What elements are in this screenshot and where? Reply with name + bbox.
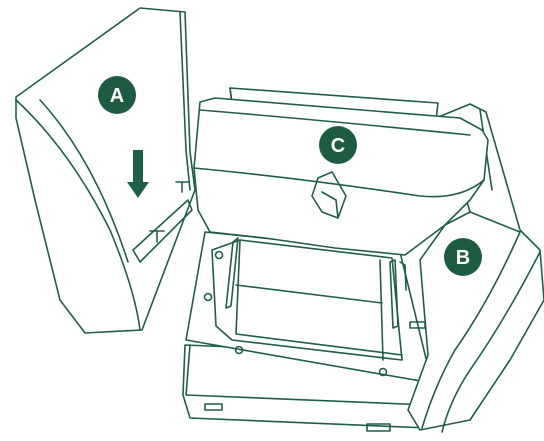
base-frame (183, 232, 432, 431)
label-c: C (319, 126, 357, 164)
armrest-panel-a (16, 8, 195, 333)
label-b: B (444, 238, 482, 276)
label-a: A (98, 76, 136, 114)
label-c-text: C (331, 135, 345, 157)
label-a-text: A (110, 85, 124, 107)
label-b-text: B (456, 247, 470, 269)
